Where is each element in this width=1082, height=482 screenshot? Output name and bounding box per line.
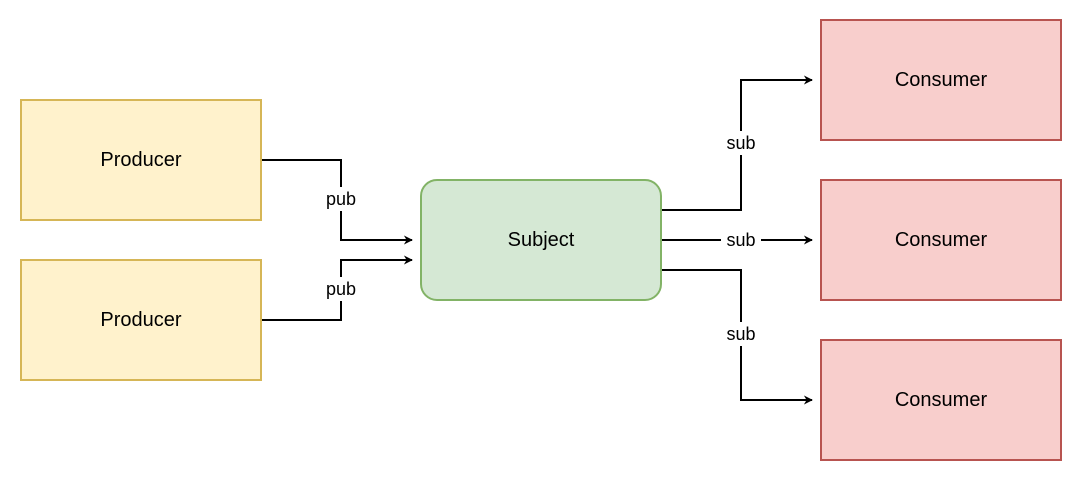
consumer-box	[820, 179, 1062, 301]
consumer-label: Consumer	[895, 229, 988, 251]
producer-box	[20, 99, 262, 221]
subject-box	[420, 179, 662, 301]
consumer-box	[820, 19, 1062, 141]
edge-labels: pub pub sub sub sub	[321, 131, 761, 346]
node-subject[interactable]: Subject	[420, 179, 662, 301]
edge-label-sub-1: sub	[726, 133, 755, 153]
edge-label-pub-1: pub	[326, 189, 356, 209]
edge-label-sub-2: sub	[726, 230, 755, 250]
producer-label: Producer	[100, 149, 181, 171]
node-consumer-2[interactable]: Consumer	[820, 179, 1062, 301]
node-consumer-3[interactable]: Consumer	[820, 339, 1062, 461]
node-consumer-1[interactable]: Consumer	[820, 19, 1062, 141]
node-producer-2[interactable]: Producer	[20, 259, 262, 381]
producer-box	[20, 259, 262, 381]
producer-label: Producer	[100, 309, 181, 331]
consumer-label: Consumer	[895, 389, 988, 411]
edge-label-sub-3: sub	[726, 324, 755, 344]
consumer-label: Consumer	[895, 69, 988, 91]
node-producer-1[interactable]: Producer	[20, 99, 262, 221]
subject-label: Subject	[508, 229, 575, 251]
consumer-box	[820, 339, 1062, 461]
edge-label-pub-2: pub	[326, 279, 356, 299]
